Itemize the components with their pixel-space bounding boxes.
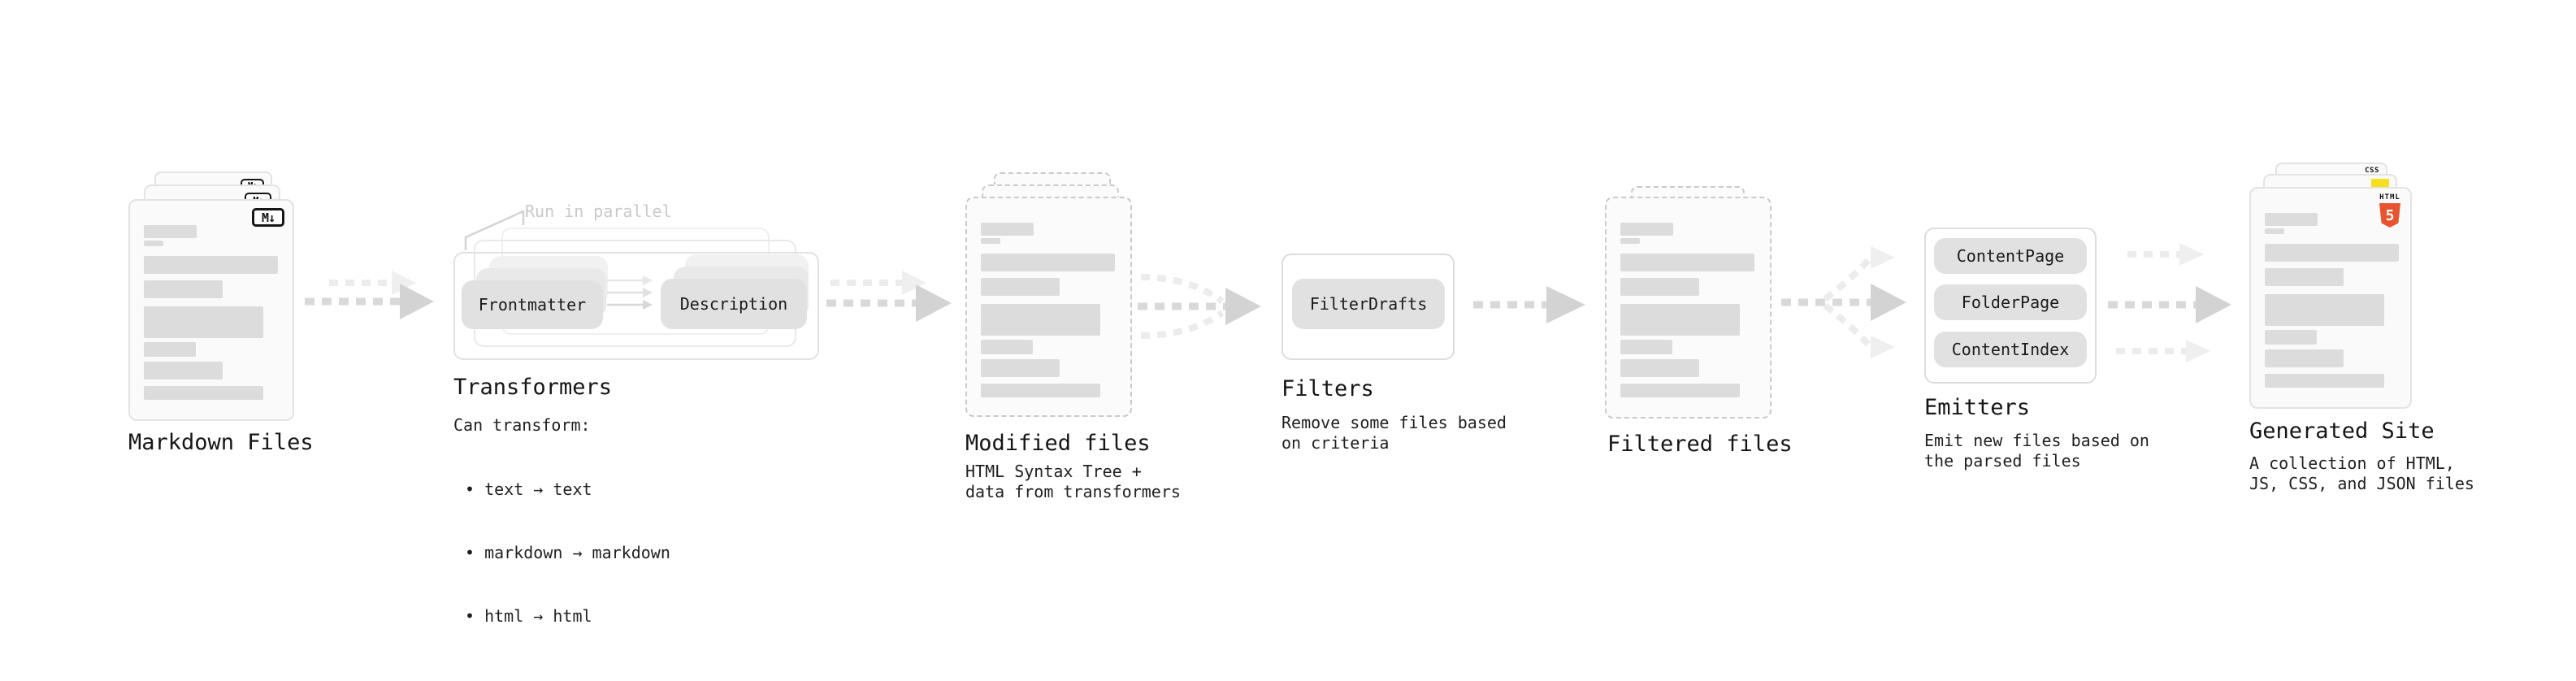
markdown-badge-icon: M↓ [252, 208, 284, 227]
doc-line-bar [144, 225, 197, 238]
stage-transformers: Run in parallel Frontmatter Description … [453, 202, 835, 626]
css-icon-label: CSS [2365, 167, 2379, 175]
doc-line-bar [2265, 374, 2384, 388]
html5-icon: HTML 5 [2378, 193, 2402, 228]
flow-arrow-transformers-to-modified [826, 271, 952, 322]
doc-line-bar [981, 223, 1034, 236]
bullet-item: • text → text [465, 479, 592, 499]
bullet-item: • html → html [465, 606, 592, 626]
stage-title: Emitters [1924, 395, 2031, 420]
site-file-card-html: HTML 5 [2249, 187, 2412, 409]
stage-subtitle: Can transform: [453, 415, 591, 435]
doc-line-bar [981, 278, 1060, 296]
doc-line-bar [144, 280, 223, 298]
doc-line-bar [144, 342, 196, 357]
stage-modified-files: Modified files HTML Syntax Tree + data f… [965, 163, 1193, 512]
doc-line-bar [144, 362, 223, 380]
stage-title: Filters [1281, 376, 1374, 401]
doc-line-bar [1620, 304, 1740, 336]
subtitle-line: data from transformers [965, 482, 1181, 501]
doc-line-bar [2265, 213, 2318, 226]
transform-bullet-list: • text → text • markdown → markdown • ht… [465, 436, 670, 669]
flow-arrow-filters-to-filtered [1473, 286, 1585, 323]
doc-line-bar [1620, 223, 1673, 236]
doc-line-bar [981, 304, 1100, 336]
doc-line-bar [981, 254, 1115, 271]
stage-subtitle: Remove some files based on criteria [1281, 413, 1507, 453]
doc-line-bar [144, 386, 263, 400]
doc-line-bar [1620, 384, 1740, 397]
doc-line-bar [2265, 330, 2317, 345]
annotation-callout-line [464, 210, 525, 250]
flow-arrow-markdown-to-transformers [305, 271, 434, 319]
stage-filters: FilterDrafts Filters Remove some files b… [1281, 254, 1517, 465]
subtitle-line: Emit new files based on [1924, 431, 2149, 450]
doc-line-bar [1620, 359, 1699, 377]
doc-line-bar [1620, 238, 1640, 244]
frontmatter-pill: Frontmatter [462, 280, 603, 329]
subtitle-line: Remove some files based [1281, 413, 1507, 432]
stage-markdown-files: M↓ M↓ M↓ Markdown Files [128, 163, 340, 504]
doc-line-bar [981, 340, 1033, 354]
doc-line-bar [2265, 228, 2284, 234]
js-file-icon [2371, 179, 2389, 189]
subtitle-line: A collection of HTML, [2249, 453, 2455, 473]
description-pill: Description [661, 279, 807, 329]
pill-connector-arrows [607, 275, 653, 310]
stage-emitters: ContentPage FolderPage ContentIndex Emit… [1924, 228, 2160, 479]
stage-filtered-files: Filtered files [1605, 163, 1832, 471]
contentindex-pill: ContentIndex [1934, 332, 2087, 367]
doc-line-bar [1620, 254, 1754, 271]
html5-icon-shield: 5 [2379, 203, 2400, 228]
stage-title: Filtered files [1607, 432, 1793, 457]
subtitle-line: HTML Syntax Tree + [965, 462, 1142, 481]
doc-line-bar [2265, 349, 2344, 367]
stage-title: Modified files [965, 431, 1151, 456]
stage-title: Generated Site [2249, 419, 2435, 444]
stage-generated-site: CSS HTML 5 Generated Site A collection o… [2249, 161, 2493, 510]
markdown-file-card-front: M↓ [128, 199, 294, 421]
doc-line-bar [981, 384, 1100, 397]
filtered-file-card-front [1605, 197, 1772, 419]
doc-line-bar [2265, 294, 2384, 326]
stage-subtitle: Emit new files based on the parsed files [1924, 431, 2149, 471]
doc-line-bar [981, 238, 1000, 244]
flow-arrow-emitters-to-site [2108, 243, 2231, 362]
html5-icon-word: HTML [2379, 193, 2400, 202]
doc-line-bar [1620, 340, 1672, 354]
doc-line-bar [981, 359, 1060, 377]
doc-line-bar [2265, 244, 2399, 262]
flow-arrow-merge-to-filters [1138, 274, 1261, 339]
doc-line-bar [144, 256, 278, 274]
stage-subtitle: HTML Syntax Tree + data from transformer… [965, 462, 1181, 502]
contentpage-pill: ContentPage [1934, 238, 2087, 274]
bullet-item: • markdown → markdown [465, 543, 670, 562]
stage-title: Transformers [453, 375, 613, 400]
doc-line-bar [2265, 268, 2344, 286]
doc-line-bar [144, 241, 163, 246]
stage-subtitle: A collection of HTML, JS, CSS, and JSON … [2249, 453, 2474, 494]
modified-file-card-front [965, 197, 1132, 417]
subtitle-line: the parsed files [1924, 451, 2081, 471]
run-in-parallel-label: Run in parallel [525, 202, 672, 221]
doc-line-bar [1620, 278, 1699, 296]
html5-icon-number: 5 [2385, 206, 2395, 224]
transformer-frame-front [453, 252, 819, 360]
doc-line-bar [144, 306, 263, 338]
subtitle-line: on criteria [1281, 433, 1390, 453]
folderpage-pill: FolderPage [1934, 284, 2087, 320]
flow-arrow-split-to-emitters [1781, 246, 1906, 358]
subtitle-line: JS, CSS, and JSON files [2249, 474, 2474, 493]
stage-title: Markdown Files [128, 430, 314, 455]
filterdrafts-pill: FilterDrafts [1292, 279, 1445, 329]
